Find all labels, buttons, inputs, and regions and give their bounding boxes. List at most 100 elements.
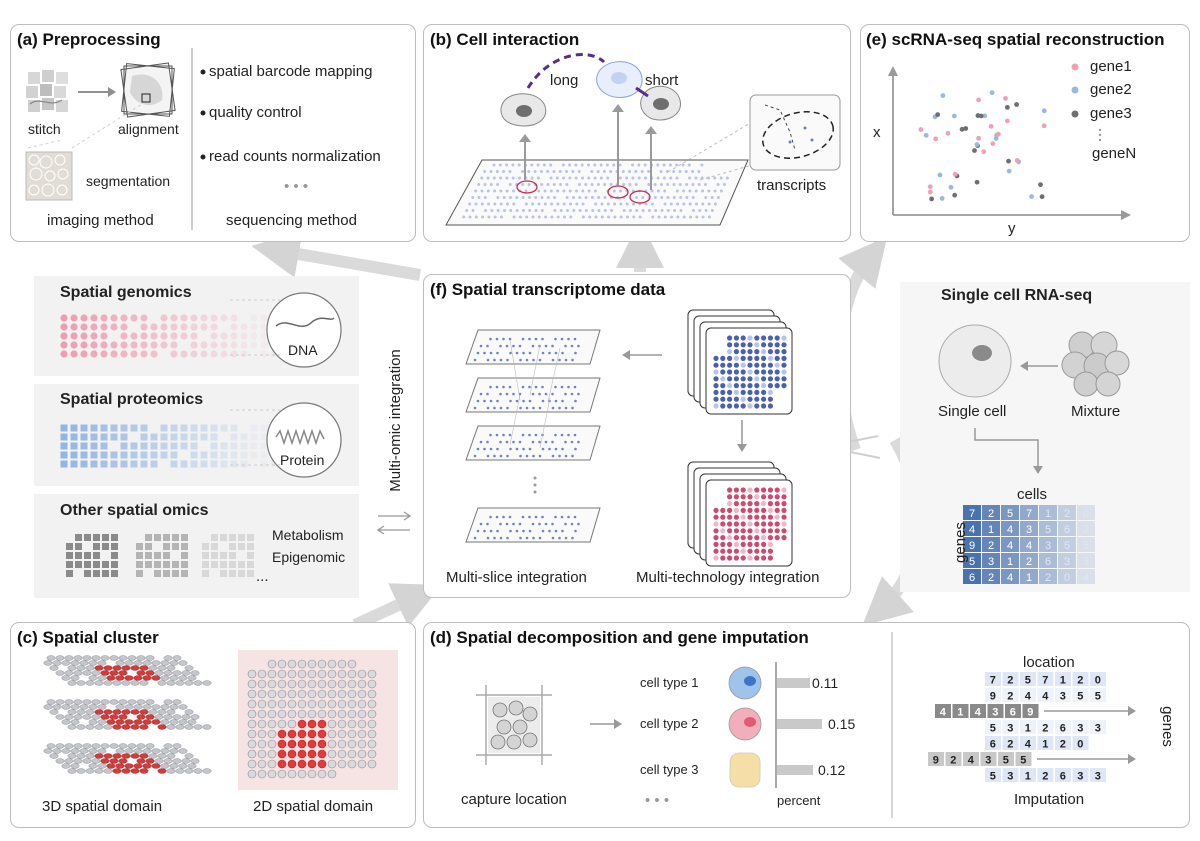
tech-spot: [733, 355, 740, 361]
tissue-spot: [628, 209, 632, 212]
tech-spot: [720, 507, 726, 513]
omic-spot: [120, 442, 128, 450]
omic-spot: [90, 341, 98, 349]
tech-spot: [733, 494, 740, 500]
tech-spot: [761, 396, 767, 402]
slice-spot: [560, 515, 564, 519]
tech-spot: [713, 507, 719, 513]
slice-stack: [465, 329, 601, 543]
tech-spot: [733, 396, 740, 402]
tech-spot: [761, 355, 767, 361]
omic-spot: [160, 433, 168, 441]
slice-spot: [525, 358, 529, 362]
omic-spot: [130, 332, 138, 340]
slice-spot: [476, 351, 480, 355]
tech-spot: [747, 555, 753, 561]
omic-spot: [210, 442, 218, 450]
tech-spot: [781, 501, 787, 507]
slice-spot: [515, 399, 519, 403]
scatter-point: [959, 126, 965, 132]
slice-spot: [558, 536, 561, 540]
tissue-spot: [597, 209, 601, 212]
omic-spot: [66, 543, 73, 550]
omic-spot: [100, 451, 108, 459]
tech-spot: [727, 555, 733, 561]
omic-spot: [145, 552, 152, 559]
impute-value: 1: [957, 707, 963, 719]
tissue-spot: [496, 183, 500, 186]
omic-spot: [140, 350, 148, 358]
omic-spot: [111, 561, 118, 568]
tech-spot: [761, 535, 767, 541]
tech-spot: [727, 335, 733, 341]
slice-spot: [564, 522, 567, 526]
tissue-spot: [587, 176, 591, 180]
omic-spot: [190, 323, 198, 331]
tech-spot: [733, 369, 740, 375]
slice-spot: [499, 406, 503, 410]
tech-spot: [747, 548, 753, 554]
omic-spot: [111, 552, 118, 559]
omic-spot: [230, 442, 238, 450]
slice-spot: [548, 351, 551, 355]
tech-spot: [727, 521, 733, 527]
tissue-spot: [682, 215, 686, 219]
slice-spot: [499, 536, 503, 540]
slice-spot: [499, 440, 502, 444]
tissue-spot: [477, 183, 481, 186]
slice-spot: [489, 433, 492, 437]
omic-spot: [220, 341, 228, 349]
impute-value: 4: [1025, 691, 1032, 703]
scatter-point: [1006, 158, 1011, 164]
slice-spot: [489, 351, 493, 355]
tech-spot: [747, 494, 753, 500]
slice-spot: [558, 358, 561, 362]
tissue-spot: [505, 202, 509, 206]
omic-spot: [110, 460, 118, 468]
omic-spot: [170, 442, 178, 450]
tissue-spot: [574, 163, 578, 167]
omic-spot: [220, 460, 228, 468]
omic-spot: [80, 323, 88, 331]
omic-spot: [100, 332, 108, 340]
tissue-spot: [543, 189, 547, 193]
panel-spatial-reconstruction: [860, 24, 1190, 242]
tissue-spot: [590, 170, 594, 173]
scatter-point: [1004, 118, 1010, 124]
tech-spot: [733, 362, 740, 368]
tech-spot: [747, 541, 753, 548]
slice-spot: [534, 337, 538, 341]
tissue-spot: [600, 215, 604, 219]
slice-spot: [574, 529, 577, 533]
slice-spot: [496, 351, 499, 355]
tech-spot: [720, 541, 726, 548]
omic-spot: [238, 543, 245, 550]
omic-spot: [250, 314, 258, 322]
tissue-spot: [710, 196, 714, 199]
slice-spot: [541, 529, 545, 533]
omic-spot: [260, 460, 268, 468]
tissue-spot: [531, 215, 535, 219]
tech-spot: [720, 555, 726, 561]
tech-spot: [754, 535, 760, 541]
omic-spot: [70, 460, 78, 468]
x-axis-label: x: [873, 124, 881, 141]
omic-spot: [190, 341, 198, 349]
scatter-point: [976, 135, 981, 141]
omic-spot: [172, 534, 179, 541]
slice-spot: [564, 406, 568, 410]
slice-spot: [558, 454, 561, 458]
epigenomic-label: Epigenomic: [272, 549, 346, 565]
tissue-spot: [647, 209, 651, 212]
tissue-spot: [524, 202, 528, 206]
tissue-spot: [622, 183, 626, 186]
capture-location-label: capture location: [461, 791, 567, 808]
slice-spot: [554, 385, 557, 389]
slice-spot: [506, 406, 509, 410]
slice-spot: [567, 337, 570, 341]
omic-spot: [90, 323, 98, 331]
omic-spot: [240, 451, 248, 459]
alignment-label: alignment: [118, 121, 179, 137]
tissue-spot: [612, 189, 616, 193]
omic-spot: [100, 442, 108, 450]
